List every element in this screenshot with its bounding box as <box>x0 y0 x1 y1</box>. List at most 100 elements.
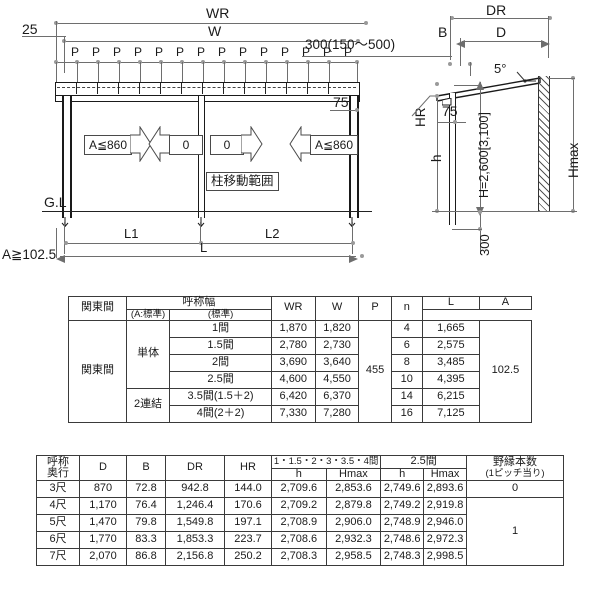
cell-nominal: 2.5間 <box>169 370 272 389</box>
pitch-mark-2: P <box>92 45 101 59</box>
cell-n: 10 <box>390 370 423 389</box>
th-group-b: 2.5間 <box>380 455 467 469</box>
cell-b: 86.8 <box>126 548 166 567</box>
pitch-mark-9: P <box>239 45 248 59</box>
cell-hmax-b: 2,893.6 <box>423 480 467 499</box>
cell-wr: 7,330 <box>270 404 316 423</box>
th-h-a: h <box>271 467 327 482</box>
cell-n: 4 <box>390 319 423 338</box>
cell-group-single: 単体 <box>125 319 171 389</box>
cell-nominal: 2間 <box>169 353 272 372</box>
arrow-label-right-zero: 0 <box>210 135 244 155</box>
dim75-leader <box>330 110 358 111</box>
cell-nominal: 4間(2＋2) <box>169 404 272 423</box>
arrow-head-left-2 <box>289 125 312 163</box>
th-h-b: h <box>380 467 425 482</box>
table-header-row: 呼称 奥行 D B DR HR 1・1.5・2・3・3.5・4間 2.5間 野縁… <box>36 454 564 482</box>
th-hmax-b: Hmax <box>423 467 467 482</box>
table-header-row: 関東間 呼称幅 WR W P n L A <box>68 296 533 321</box>
wr-label: WR <box>205 5 231 21</box>
pitch-mark-12: P <box>302 45 311 59</box>
th-wr: WR <box>270 296 316 321</box>
cell-nominal: 3.5間(1.5＋2) <box>169 387 272 406</box>
l-tick-far-right <box>360 254 364 258</box>
hr-tick-top2 <box>435 82 439 86</box>
table-subheader-row: h Hmax h Hmax <box>37 467 564 482</box>
dim300-tick-top <box>478 210 482 214</box>
cell-a: 102.5 <box>478 319 533 423</box>
cell-hr: 197.1 <box>224 514 272 533</box>
d-label: D <box>496 24 507 40</box>
cell-l: 4,395 <box>421 370 480 389</box>
cell-hmax-b: 2,972.3 <box>423 531 467 550</box>
side-75-tick <box>453 120 457 124</box>
arrow-head-right-1 <box>129 125 152 163</box>
cell-wr: 2,780 <box>270 336 316 355</box>
l2-label: L2 <box>265 226 280 241</box>
th-b: B <box>126 454 166 482</box>
cell-hmax-a: 2,906.0 <box>325 514 382 533</box>
cell-w: 7,280 <box>314 404 360 423</box>
pitch-mark-5: P <box>155 45 164 59</box>
dim-300-label: 300 <box>477 234 492 256</box>
th-l: L <box>421 296 480 310</box>
cell-dr: 2,156.8 <box>165 548 225 567</box>
cell-w: 3,640 <box>314 353 360 372</box>
th-n: n <box>390 296 423 321</box>
cell-hmax-b: 2,946.0 <box>423 514 467 533</box>
cell-wr: 4,600 <box>270 370 316 389</box>
pitch-mark-7: P <box>197 45 206 59</box>
th-hmax-a: Hmax <box>325 467 382 482</box>
pitch-mark-14: P <box>344 45 353 59</box>
side-ground-line <box>432 211 577 212</box>
cell-h-b: 2,748.3 <box>380 548 425 567</box>
side-75-leader <box>438 122 466 123</box>
a-min-label: A≧102.5 <box>2 247 57 262</box>
cell-h-a: 2,708.6 <box>271 531 327 550</box>
w-dim-line <box>64 41 358 42</box>
cell-b: 79.8 <box>126 514 166 533</box>
wr-dim-line <box>56 23 366 24</box>
side-post <box>449 93 456 225</box>
cell-nominal: 3尺 <box>36 480 80 499</box>
cell-hr: 170.6 <box>224 497 272 516</box>
column-base-left <box>61 214 69 228</box>
cell-d: 2,070 <box>79 548 127 567</box>
front-elevation-drawing: WR W 25 P P P P P P P P P P P P P P <box>0 0 390 275</box>
cell-dr: 1,246.4 <box>165 497 225 516</box>
cell-hmax-b: 2,919.8 <box>423 497 467 516</box>
table-row: 関東間 単体 1間 1,870 1,820 455 4 1,665 102.5 <box>68 319 533 423</box>
dim300-line <box>480 212 481 254</box>
roof-lower-band <box>55 95 360 102</box>
cell-d: 870 <box>79 480 127 499</box>
hmax-top-leader <box>548 78 575 79</box>
th-dr: DR <box>165 454 225 482</box>
cell-hr: 144.0 <box>224 480 272 499</box>
l1-tick-center <box>199 241 203 245</box>
th-nominal-width: 呼称幅 <box>125 296 272 310</box>
cell-hmax-b: 2,998.5 <box>423 548 467 567</box>
dim-75-label: 75 <box>333 94 349 110</box>
l1-tick-left <box>64 241 68 245</box>
cell-w: 1,820 <box>314 319 360 338</box>
cell-d: 1,170 <box>79 497 127 516</box>
cell-b: 72.8 <box>126 480 166 499</box>
H-main-label: H=2,600[3,100] <box>477 112 491 198</box>
cell-nominal: 7尺 <box>36 548 80 567</box>
d-dim-line <box>462 41 544 42</box>
dr-ext-right <box>548 16 549 58</box>
th-noren: 野縁本数 (1ピッチ当り) <box>466 454 564 482</box>
hmax-dim-line <box>573 78 574 212</box>
b-ext-right <box>460 38 461 66</box>
cell-h-b: 2,748.9 <box>380 514 425 533</box>
eave-projection-leader <box>302 56 452 57</box>
dr-tick-left <box>450 16 454 20</box>
cell-n: 8 <box>390 353 423 372</box>
width-spec-table: 関東間 呼称幅 WR W P n L A (A:標準) (標準) 関東間 単体 … <box>68 296 533 423</box>
l2-tick-right <box>351 241 355 245</box>
cell-l: 2,575 <box>421 336 480 355</box>
eave-tick <box>448 62 452 66</box>
cell-wr: 3,690 <box>270 353 316 372</box>
th-p: P <box>358 296 392 321</box>
